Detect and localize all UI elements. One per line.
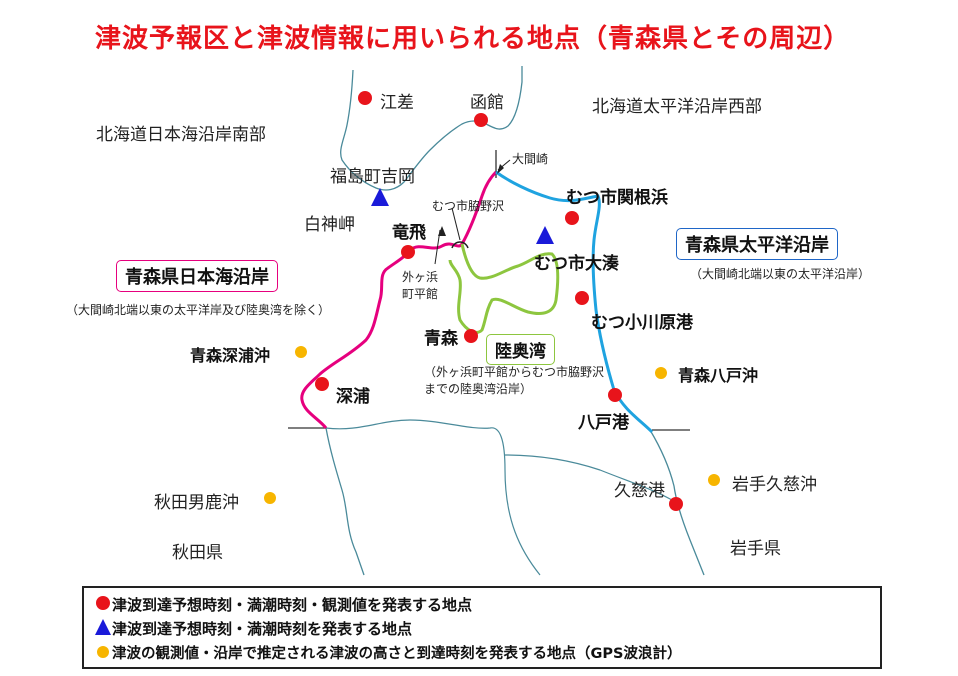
label-wakinosawa: むつ市脇野沢 (432, 199, 505, 213)
legend: 津波到達予想時刻・満潮時刻・観測値を発表する地点 津波到達予想時刻・満潮時刻を発… (82, 586, 882, 669)
label-hakodate: 函館 (470, 93, 504, 113)
label-shirakami: 白神岬 (304, 215, 355, 235)
blue-points (371, 188, 554, 244)
legend-yellow-circle-icon (97, 646, 109, 658)
legend-yellow-text: 津波の観測値・沿岸で推定される津波の高さと到達時刻を発表する地点（GPS波浪計） (112, 646, 682, 662)
label-hachinohe-port: 八戸港 (578, 413, 629, 433)
point-kuji-offshore[interactable] (708, 474, 720, 486)
region-akita: 秋田県 (172, 543, 223, 563)
honshu-east-coastline (649, 429, 705, 576)
point-tappi[interactable] (401, 245, 415, 259)
leader-oma-arrow (497, 164, 504, 174)
area-box-pacific: 青森県太平洋沿岸 (676, 228, 838, 260)
region-hokkaido-pacific-west: 北海道太平洋沿岸西部 (592, 97, 762, 117)
legend-red-circle-icon (96, 596, 110, 610)
point-hachinohe-offshore[interactable] (655, 367, 667, 379)
prefecture-border-iwate-aomori (504, 454, 673, 501)
point-aomori[interactable] (464, 329, 478, 343)
area-note-pacific: （大間崎北端以東の太平洋沿岸） (690, 267, 871, 281)
label-oma: 大間崎 (512, 152, 549, 166)
point-ominato[interactable] (536, 226, 554, 244)
legend-red-text: 津波到達予想時刻・満潮時刻・観測値を発表する地点 (112, 596, 473, 614)
hokkaido-coastline (340, 66, 523, 191)
point-oga-offshore[interactable] (264, 492, 276, 504)
label-aomori: 青森 (424, 329, 458, 349)
legend-blue-text: 津波到達予想時刻・満潮時刻を発表する地点 (112, 620, 413, 638)
area-box-sea-of-japan: 青森県日本海沿岸 (116, 260, 278, 292)
area-name-mutsu-bay: 陸奥湾 (495, 342, 546, 362)
label-ogawara: むつ小川原港 (591, 313, 693, 333)
red-points (315, 91, 683, 511)
point-sekinehama[interactable] (565, 211, 579, 225)
label-kuji-port: 久慈港 (614, 481, 665, 501)
coast-mutsu-bay (448, 243, 560, 334)
label-oga-offshore: 秋田男鹿沖 (154, 493, 239, 513)
label-sekinehama: むつ市関根浜 (566, 188, 668, 208)
honshu-west-coastline (325, 427, 365, 576)
label-hachinohe-offshore: 青森八戸沖 (678, 366, 759, 385)
label-kuji-offshore: 岩手久慈沖 (732, 475, 817, 495)
coast-aomori-sea-of-japan (300, 170, 498, 429)
label-ominato: むつ市大湊 (534, 254, 619, 274)
point-hakodate[interactable] (474, 113, 488, 127)
area-box-mutsu-bay: 陸奥湾 (486, 334, 555, 365)
point-fukaura-offshore[interactable] (295, 346, 307, 358)
page-title: 津波予報区と津波情報に用いられる地点（青森県とその周辺） (95, 24, 851, 54)
wakinosawa-mark (451, 241, 469, 249)
point-esashi[interactable] (358, 91, 372, 105)
point-ogawara[interactable] (575, 291, 589, 305)
region-iwate: 岩手県 (730, 539, 781, 559)
label-tappi: 竜飛 (392, 223, 426, 243)
area-name-sea-of-japan: 青森県日本海沿岸 (125, 267, 269, 288)
label-esashi: 江差 (380, 93, 414, 113)
area-note-sea-of-japan: （大間崎北端以東の太平洋岸及び陸奥湾を除く） (66, 303, 331, 317)
prefecture-border-akita-aomori (325, 419, 541, 576)
leader-tairadate-arrow (438, 226, 446, 236)
point-kuji-port[interactable] (669, 497, 683, 511)
area-name-pacific: 青森県太平洋沿岸 (685, 235, 829, 256)
label-tairadate: 外ヶ浜町平館 (401, 270, 438, 301)
label-fukaura: 深浦 (336, 387, 370, 407)
legend-blue-triangle-icon (95, 619, 111, 635)
area-note-mutsu-bay: （外ヶ浜町平館からむつ市脇野沢までの陸奥湾沿岸） (424, 365, 605, 396)
point-fukaura[interactable] (315, 377, 329, 391)
point-fukushima-yoshioka[interactable] (371, 188, 389, 206)
label-fukaura-offshore: 青森深浦沖 (190, 346, 271, 365)
point-hachinohe-port[interactable] (608, 388, 622, 402)
label-fukushima-yoshioka: 福島町吉岡 (330, 167, 415, 187)
leader-wakinosawa (451, 207, 461, 241)
gps-points (264, 346, 720, 504)
region-hokkaido-sw: 北海道日本海沿岸南部 (96, 125, 266, 145)
